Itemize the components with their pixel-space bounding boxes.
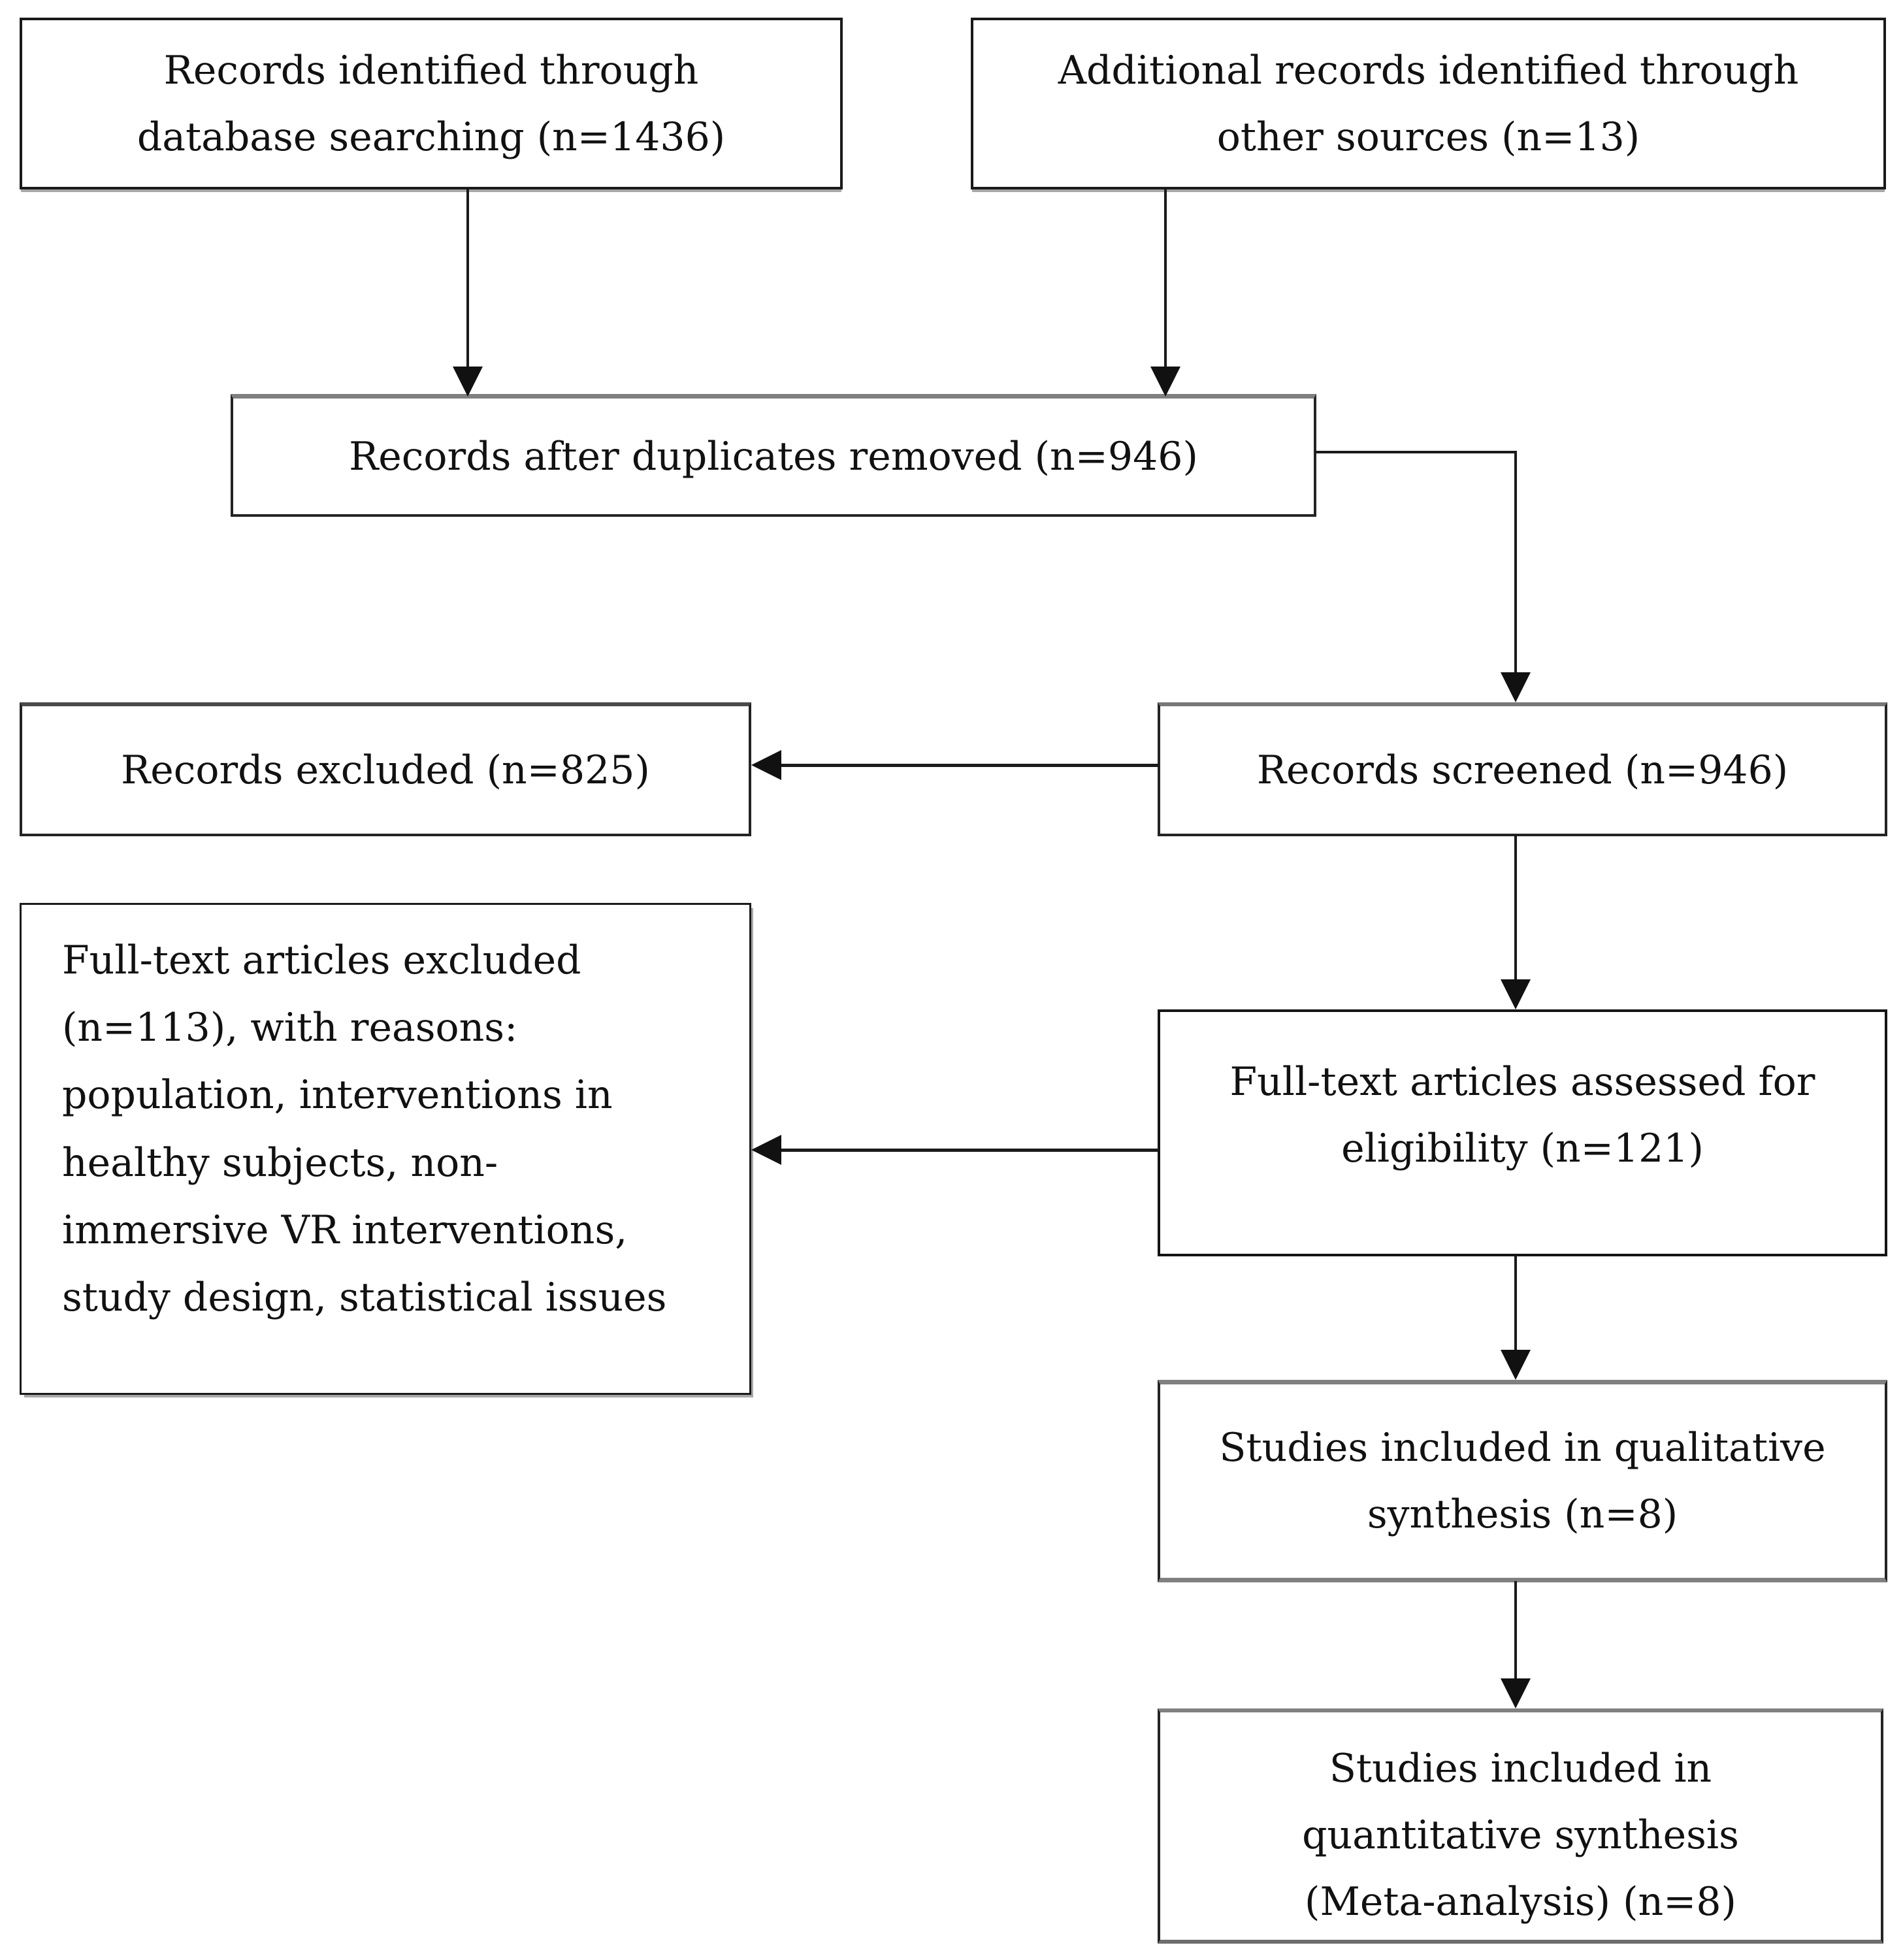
node-records-identified-other-label: Additional records identified through ot… [1058, 47, 1799, 160]
node-fulltext-excluded: Full-text articles excluded (n=113), wit… [20, 903, 751, 1395]
node-records-identified-db-label: Records identified through database sear… [137, 47, 726, 160]
node-records-excluded-label: Records excluded (n=825) [121, 747, 650, 793]
node-quantitative-synthesis-label: Studies included in quantitative synthes… [1302, 1746, 1739, 1925]
arrowhead-down-icon [1501, 1678, 1531, 1708]
node-fulltext-excluded-label: Full-text articles excluded (n=113), wit… [62, 938, 667, 1320]
arrowhead-down-icon [453, 367, 483, 397]
arrow-elbow-duplicates-to-screened-vertical [1514, 451, 1517, 676]
arrowhead-left-icon [751, 1135, 781, 1165]
node-qualitative-synthesis: Studies included in qualitative synthesi… [1158, 1380, 1887, 1582]
arrowhead-down-icon [1501, 1350, 1531, 1380]
node-records-after-duplicates: Records after duplicates removed (n=946) [231, 394, 1316, 517]
arrowhead-down-icon [1501, 672, 1531, 702]
arrow-elbow-duplicates-to-screened-horizontal [1315, 451, 1517, 453]
arrow-line-screened-to-fulltext [1514, 835, 1517, 983]
node-fulltext-assessed: Full-text articles assessed for eligibil… [1158, 1009, 1887, 1256]
node-quantitative-synthesis: Studies included in quantitative synthes… [1158, 1708, 1883, 1944]
arrow-line-screened-to-excluded [779, 764, 1159, 767]
node-qualitative-synthesis-label: Studies included in qualitative synthesi… [1219, 1425, 1826, 1537]
arrow-line-identified-db-to-duplicates [466, 188, 469, 371]
node-records-screened: Records screened (n=946) [1158, 702, 1887, 836]
node-records-identified-other: Additional records identified through ot… [971, 18, 1886, 189]
arrow-line-fulltext-to-qualitative [1514, 1255, 1517, 1354]
node-fulltext-assessed-label: Full-text articles assessed for eligibil… [1229, 1058, 1815, 1171]
arrowhead-down-icon [1501, 979, 1531, 1009]
arrowhead-left-icon [751, 750, 781, 780]
node-records-after-duplicates-label: Records after duplicates removed (n=946) [349, 433, 1198, 480]
node-records-excluded: Records excluded (n=825) [20, 702, 751, 836]
node-records-screened-label: Records screened (n=946) [1256, 747, 1789, 793]
arrow-line-fulltext-to-fulltext-excluded [779, 1149, 1159, 1152]
node-records-identified-db: Records identified through database sear… [20, 18, 843, 189]
arrow-line-identified-other-to-duplicates [1164, 188, 1167, 371]
arrowhead-down-icon [1150, 367, 1180, 397]
arrow-line-qualitative-to-quantitative [1514, 1581, 1517, 1682]
